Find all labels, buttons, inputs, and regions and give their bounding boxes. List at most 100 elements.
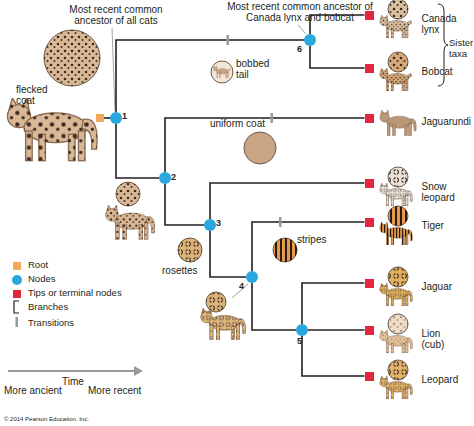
- transition-illustration: [273, 238, 297, 262]
- transition-illustration: [211, 61, 233, 83]
- leader-line: [112, 25, 306, 298]
- legend-swatch: [13, 262, 21, 270]
- node-cat-illustration: [206, 292, 226, 312]
- species-illustration: [380, 15, 412, 38]
- node-number: 3: [216, 218, 221, 228]
- terminal-node: Lion (cub): [365, 326, 374, 335]
- node-number: 2: [171, 172, 176, 182]
- species-illustration: [380, 110, 416, 135]
- species-illustration: [380, 330, 413, 353]
- callout-text: Most recent common ancestor of Canada ly…: [226, 1, 374, 23]
- terminal-node: Tiger: [365, 218, 374, 227]
- transition-illustration: [244, 132, 276, 164]
- ancestor-cat-illustration: [44, 30, 100, 86]
- transition-mark: [279, 217, 282, 227]
- branch: [116, 40, 304, 112]
- legend-bracket-symbol: [14, 301, 19, 313]
- node-cat-illustration: [106, 205, 155, 239]
- tree-node: 1: [110, 112, 122, 124]
- node-number: 1: [122, 111, 127, 121]
- node-cat-illustration: [178, 238, 202, 262]
- legend-text: Tips or terminal nodes: [28, 287, 122, 298]
- species-illustration: [380, 183, 413, 206]
- bracket-label: Sister taxa: [449, 38, 474, 59]
- trait-label: uniform coat: [210, 118, 282, 129]
- node-number: 5: [297, 336, 302, 346]
- branch: [252, 222, 365, 271]
- trait-label: rosettes: [162, 265, 212, 276]
- species-name: Lion (cub): [422, 328, 464, 350]
- species-illustration: [388, 360, 408, 380]
- species-illustration: [388, 0, 408, 19]
- species-illustration: [388, 314, 408, 334]
- ancestor-cat-illustration: [7, 98, 97, 161]
- species-illustration: [380, 222, 413, 245]
- species-illustration: [388, 167, 408, 187]
- species-illustration: [380, 376, 413, 399]
- node-number: 4: [239, 281, 244, 291]
- species-illustration: [388, 267, 408, 287]
- species-name: Tiger: [422, 220, 464, 231]
- transition-illustration: [211, 61, 297, 262]
- leader-line: [298, 25, 306, 34]
- terminal-node: Jaguarundi: [365, 114, 374, 123]
- species-illustration: [388, 52, 408, 72]
- transition-mark: [16, 317, 19, 327]
- tree-node: 2: [159, 172, 171, 184]
- species-illustration: [388, 206, 408, 226]
- terminal-node: Snow leopard: [365, 179, 374, 188]
- trait-label: stripes: [297, 234, 337, 245]
- species-illustration: [380, 283, 413, 306]
- legend-bracket-symbol: [14, 301, 19, 313]
- branch: [210, 231, 246, 277]
- species-illustration: [388, 267, 408, 287]
- legend-text: Nodes: [28, 273, 55, 284]
- transition-illustration: [273, 238, 297, 262]
- branch: [308, 329, 365, 331]
- terminal-node: Jaguar: [365, 279, 374, 288]
- transition-mark: [227, 35, 230, 45]
- species-illustration: [388, 0, 408, 19]
- legend-text: Root: [28, 259, 48, 270]
- transition-illustration: [213, 65, 231, 78]
- ancestor-cat-illustration: [44, 30, 100, 86]
- legend-text: Transitions: [28, 317, 74, 328]
- node-number: 6: [297, 44, 302, 54]
- legend-swatch: [12, 275, 22, 285]
- ancestor-cat-illustration: [7, 30, 100, 161]
- branch: [302, 336, 365, 376]
- node-cat-illustration: [206, 292, 226, 312]
- tree-node: 5: [296, 324, 308, 336]
- species-illustration: [388, 314, 408, 334]
- species-name: Bobcat: [422, 66, 464, 77]
- node-cat-illustration: [116, 182, 140, 206]
- species-illustration: [388, 206, 408, 226]
- species-illustration: [388, 52, 408, 72]
- time-arrow: [8, 366, 143, 376]
- species-illustration: [380, 68, 412, 91]
- terminal-node: Bobcat: [365, 64, 374, 73]
- root-symbol: [96, 114, 104, 122]
- node-cat-illustration: [201, 308, 246, 339]
- leader-line: [112, 28, 115, 111]
- branch: [165, 184, 204, 225]
- species-illustration: [380, 222, 413, 245]
- legend-swatch: [13, 290, 21, 298]
- species-name: Jaguarundi: [422, 116, 464, 127]
- transition-illustration: [213, 65, 231, 78]
- node-cat-illustration: [116, 182, 140, 206]
- transition-mark: [271, 113, 274, 123]
- species-illustration: [380, 0, 416, 399]
- trait-label: bobbed tail: [236, 58, 274, 80]
- branch: [302, 283, 365, 324]
- tree-node: 4: [246, 271, 258, 283]
- copyright-note: © 2014 Pearson Education, Inc.: [4, 416, 204, 423]
- species-name: Leopard: [422, 374, 464, 385]
- species-illustration: [388, 360, 408, 380]
- callout-text: Most recent common ancestor of all cats: [52, 4, 180, 26]
- species-illustration: [380, 283, 413, 306]
- species-illustration: [380, 68, 412, 91]
- ancestor-cat-illustration: [7, 98, 97, 161]
- species-illustration: [380, 330, 413, 353]
